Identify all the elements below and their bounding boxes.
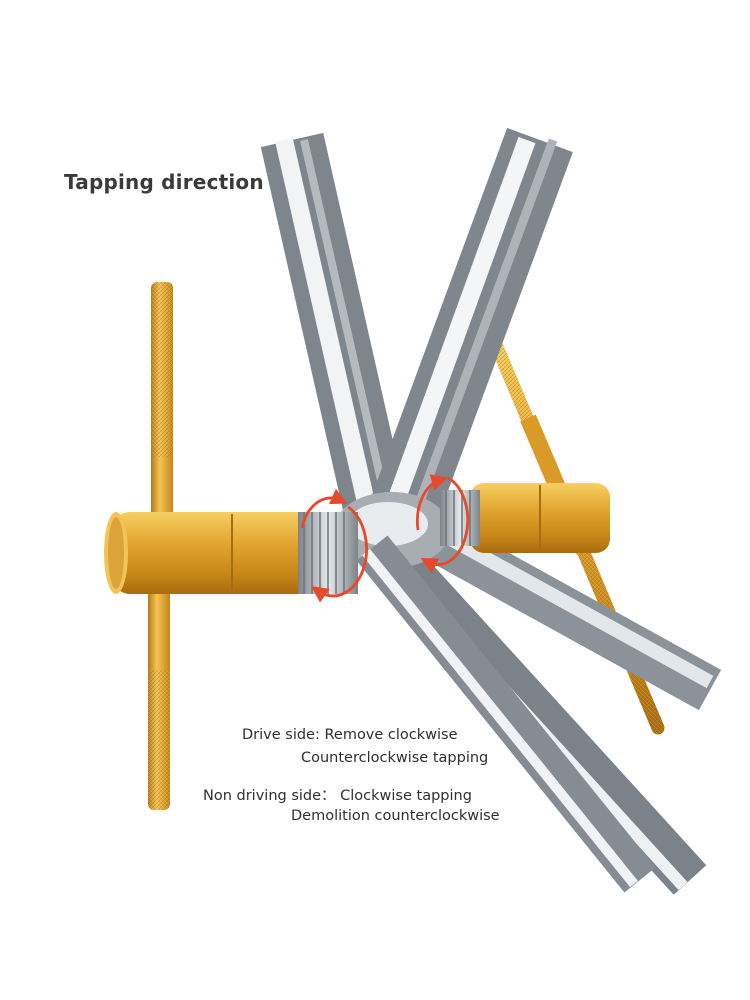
gold-tool-body-right [440, 483, 610, 553]
drive-side-note-detail: Counterclockwise tapping [301, 750, 489, 766]
page-title: Tapping direction [64, 170, 264, 194]
non-driving-side-note-detail: Demolition counterclockwise [291, 808, 500, 824]
drive-side-note: Drive side: Remove clockwise [242, 727, 458, 743]
non-driving-side-note: Non driving side： Clockwise tapping [203, 788, 472, 804]
bike-frame-front-tube [356, 535, 656, 893]
gold-tool-body-left [104, 512, 358, 594]
rotation-arrow-icon [300, 488, 368, 603]
rotation-arrow-icon [415, 474, 470, 574]
front-gold-handle [148, 282, 173, 810]
